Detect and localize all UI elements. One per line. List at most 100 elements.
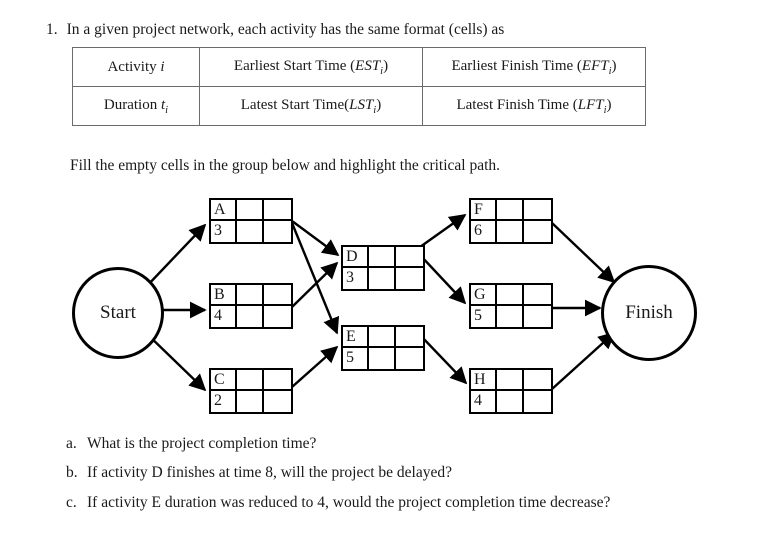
cell-variable: EST [355, 57, 381, 74]
node-c-duration: 2 [211, 391, 237, 412]
activity-node-f[interactable]: F 6 [469, 198, 553, 244]
node-d-lst[interactable] [369, 268, 396, 289]
cell-paren: ) [383, 57, 389, 74]
node-b-lft[interactable] [264, 306, 291, 327]
node-e-eft[interactable] [396, 327, 423, 348]
node-e-lft[interactable] [396, 348, 423, 369]
sub-question-b-marker: b. [66, 464, 78, 482]
node-e-lst[interactable] [369, 348, 396, 369]
sub-question-c-text: If activity E duration was reduced to 4,… [87, 493, 611, 511]
node-c-lst[interactable] [237, 391, 264, 412]
cell-label: Earliest Finish Time ( [451, 57, 582, 74]
sub-question-list: a. What is the project completion time? … [66, 434, 686, 522]
fill-instruction: Fill the empty cells in the group below … [70, 157, 501, 174]
sub-question-c-marker: c. [66, 493, 77, 511]
question-number: 1. [46, 21, 58, 38]
cell-variable: LST [349, 96, 374, 113]
cell-label: Latest Finish Time ( [456, 96, 578, 113]
activity-format-table: Activity i Earliest Start Time (ESTi) Ea… [72, 47, 646, 126]
start-node: Start [72, 267, 164, 359]
cell-variable: EFT [581, 57, 609, 74]
cell-label: Duration [103, 96, 158, 113]
cell-subscript: i [380, 65, 384, 77]
cell-subscript: i [373, 104, 377, 116]
node-f-est[interactable] [497, 200, 524, 221]
edge-d-f [419, 214, 467, 248]
cell-paren: ) [611, 57, 617, 74]
cell-variable: LFT [577, 96, 604, 113]
node-f-duration: 6 [471, 221, 497, 242]
node-g-eft[interactable] [524, 285, 551, 306]
activity-node-g[interactable]: G 5 [469, 283, 553, 329]
node-b-duration: 4 [211, 306, 237, 327]
node-b-lst[interactable] [237, 306, 264, 327]
node-d-duration: 3 [343, 268, 369, 289]
finish-label: Finish [625, 302, 673, 323]
node-c-activity: C [211, 370, 237, 391]
node-g-est[interactable] [497, 285, 524, 306]
node-e-est[interactable] [369, 327, 396, 348]
cell-subscript: i [165, 104, 169, 116]
node-c-est[interactable] [237, 370, 264, 391]
node-d-est[interactable] [369, 247, 396, 268]
node-a-lst[interactable] [237, 221, 264, 242]
node-h-duration: 4 [471, 391, 497, 412]
cell-latest-start-time: Latest Start Time(LSTi) [199, 86, 423, 126]
cell-label: Activity [107, 58, 157, 75]
project-network-diagram: Start Finish A 3 B 4 C 2 [0, 185, 770, 430]
node-h-eft[interactable] [524, 370, 551, 391]
finish-node: Finish [601, 265, 697, 361]
node-f-lst[interactable] [497, 221, 524, 242]
node-h-lft[interactable] [524, 391, 551, 412]
cell-duration-t: Duration ti [72, 86, 200, 126]
sub-question-a: a. What is the project completion time? [66, 434, 686, 454]
activity-node-e[interactable]: E 5 [341, 325, 425, 371]
edge-f-finish [551, 222, 616, 284]
table-row: Activity i Earliest Start Time (ESTi) Ea… [72, 47, 646, 87]
node-g-duration: 5 [471, 306, 497, 327]
question-stem-text: In a given project network, each activit… [66, 21, 505, 38]
node-d-eft[interactable] [396, 247, 423, 268]
node-a-duration: 3 [211, 221, 237, 242]
node-e-activity: E [343, 327, 369, 348]
sub-question-b: b. If activity D finishes at time 8, wil… [66, 463, 686, 483]
cell-activity-i: Activity i [72, 47, 200, 87]
cell-paren: ) [376, 96, 382, 113]
edge-a-d [291, 220, 340, 256]
activity-node-d[interactable]: D 3 [341, 245, 425, 291]
node-b-est[interactable] [237, 285, 264, 306]
node-h-lst[interactable] [497, 391, 524, 412]
cell-variable: i [160, 58, 165, 75]
sub-question-c: c. If activity E duration was reduced to… [66, 493, 686, 513]
cell-variable: t [160, 96, 166, 113]
node-g-activity: G [471, 285, 497, 306]
cell-paren: ) [606, 96, 612, 113]
activity-node-b[interactable]: B 4 [209, 283, 293, 329]
node-g-lst[interactable] [497, 306, 524, 327]
activity-node-a[interactable]: A 3 [209, 198, 293, 244]
node-b-eft[interactable] [264, 285, 291, 306]
node-a-est[interactable] [237, 200, 264, 221]
edge-a-e [290, 222, 340, 335]
node-h-est[interactable] [497, 370, 524, 391]
node-c-lft[interactable] [264, 391, 291, 412]
activity-node-h[interactable]: H 4 [469, 368, 553, 414]
node-c-eft[interactable] [264, 370, 291, 391]
node-h-activity: H [471, 370, 497, 391]
cell-subscript: i [603, 104, 607, 116]
node-d-lft[interactable] [396, 268, 423, 289]
node-f-lft[interactable] [524, 221, 551, 242]
table-row: Duration ti Latest Start Time(LSTi) Late… [72, 86, 646, 126]
sub-question-b-text: If activity D finishes at time 8, will t… [87, 464, 452, 482]
sub-question-a-text: What is the project completion time? [87, 435, 317, 452]
cell-latest-finish-time: Latest Finish Time (LFTi) [422, 86, 646, 126]
node-g-lft[interactable] [524, 306, 551, 327]
node-f-eft[interactable] [524, 200, 551, 221]
node-a-eft[interactable] [264, 200, 291, 221]
activity-node-c[interactable]: C 2 [209, 368, 293, 414]
edge-start-c [144, 331, 207, 392]
cell-label: Earliest Start Time ( [233, 57, 356, 74]
node-a-lft[interactable] [264, 221, 291, 242]
edge-e-h [419, 334, 468, 385]
